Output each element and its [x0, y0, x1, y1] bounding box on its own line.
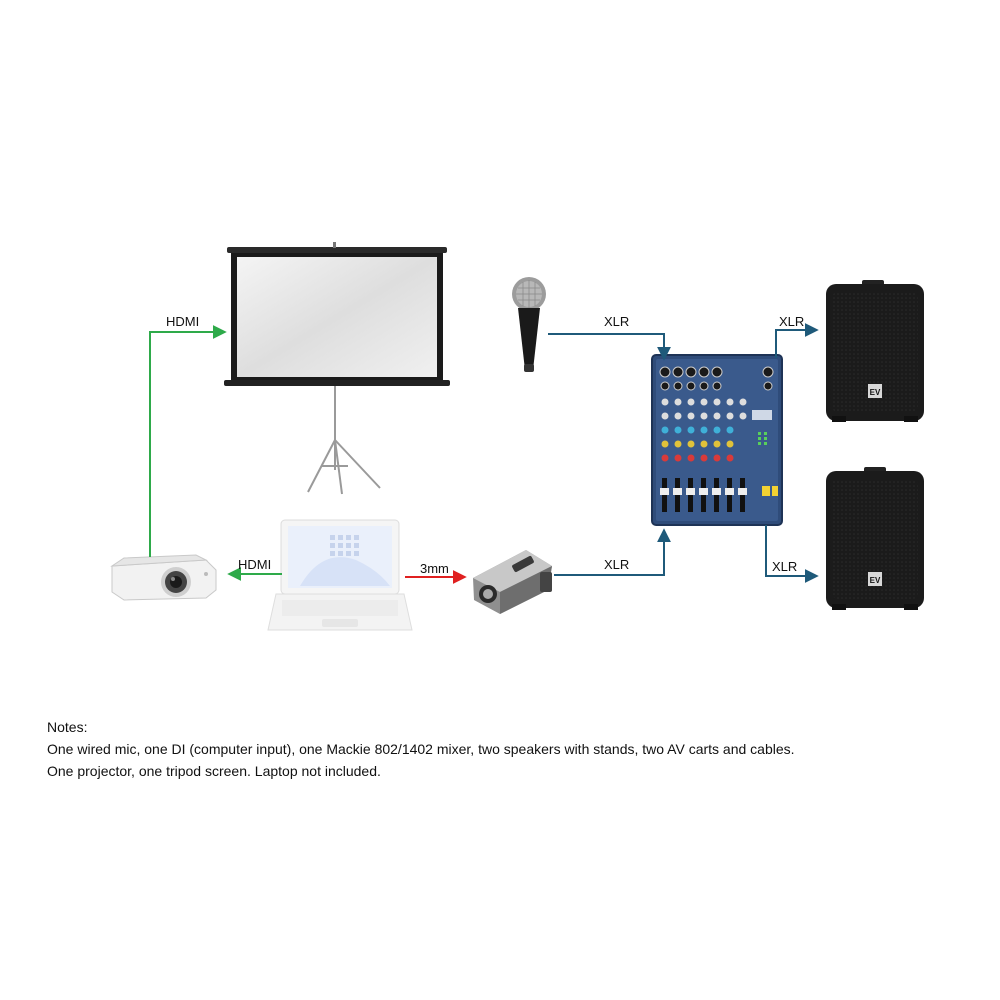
speaker-bottom-badge: EV [870, 576, 881, 585]
projector [110, 554, 217, 601]
mixer [651, 354, 783, 526]
cable-hdmi-projector-screen: HDMI [149, 314, 227, 557]
xlr-label-speaker-bottom: XLR [772, 559, 797, 574]
di-box [473, 550, 552, 614]
projection-screen [224, 242, 450, 495]
xlr-label-di: XLR [604, 557, 629, 572]
tripod-stand [307, 386, 381, 495]
notes-line-2: One projector, one tripod screen. Laptop… [47, 763, 381, 779]
hdmi-label-bottom: HDMI [238, 557, 271, 572]
notes-heading: Notes: [47, 719, 88, 735]
cable-xlr-di-mixer: XLR [554, 528, 671, 576]
hdmi-label-top: HDMI [166, 314, 199, 329]
laptop [267, 519, 413, 631]
xlr-label-mic: XLR [604, 314, 629, 329]
speaker-top-badge: EV [870, 388, 881, 397]
notes-section: Notes: One wired mic, one DI (computer i… [47, 716, 947, 782]
xlr-label-speaker-top: XLR [779, 314, 804, 329]
cable-xlr-mixer-speaker-bottom: XLR [765, 525, 819, 583]
cable-xlr-mixer-speaker-top: XLR [775, 314, 819, 358]
cable-3mm-laptop-di: 3mm [405, 561, 467, 584]
speaker-top: EV [826, 280, 924, 422]
audio-label: 3mm [420, 561, 449, 576]
speaker-bottom: EV [826, 467, 924, 610]
cable-xlr-mic-mixer: XLR [548, 314, 671, 361]
microphone [512, 277, 546, 372]
notes-line-1: One wired mic, one DI (computer input), … [47, 741, 795, 757]
cable-hdmi-laptop-projector: HDMI [227, 557, 282, 581]
